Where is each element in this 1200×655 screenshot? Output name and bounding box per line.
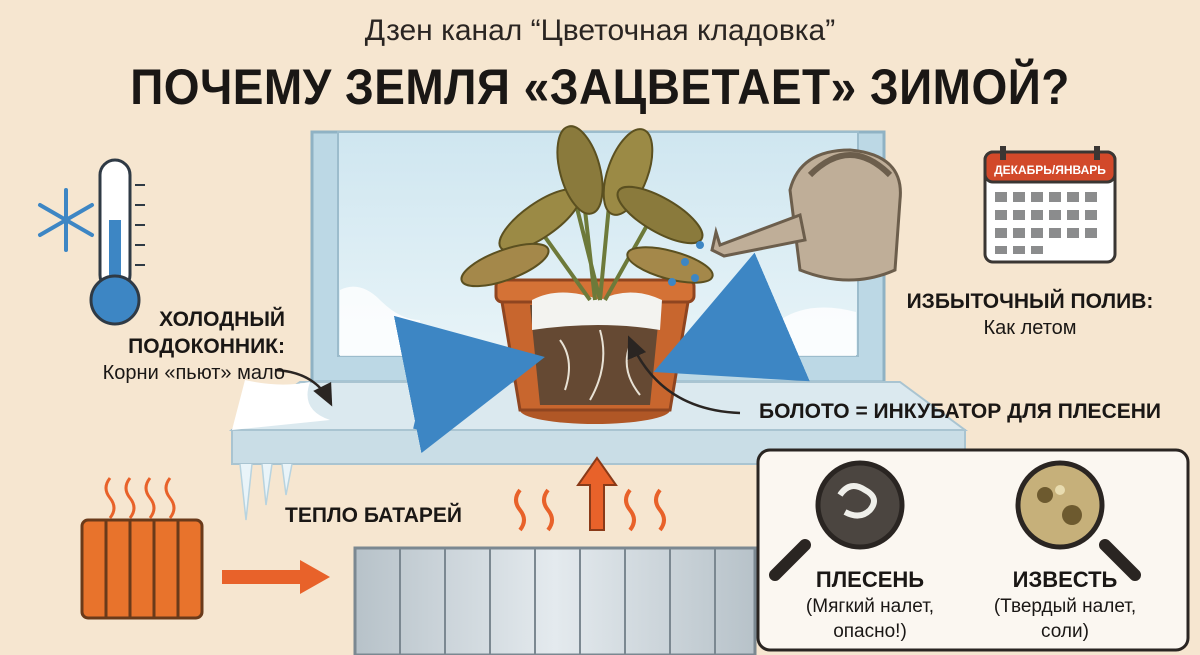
radiator-heat-label: ТЕПЛО БАТАРЕЙ (285, 504, 463, 527)
arrows (222, 252, 810, 594)
radiator (353, 488, 757, 655)
mold-title: ПЛЕСЕНЬ (815, 567, 925, 592)
lime-description: (Твердый налет, соли) (993, 596, 1137, 642)
overwatering-description: Как летом (983, 317, 1077, 339)
cold-title-line2: ПОДОКОННИК: (128, 335, 285, 358)
lime-title: ИЗВЕСТЬ (1012, 567, 1118, 592)
mold-description: (Мягкий налет, опасно!) (805, 596, 935, 642)
thermometer-snowflake-icon (38, 158, 145, 326)
potted-plant (460, 125, 714, 424)
radiator-small-icon (80, 477, 204, 620)
watering-can-icon (668, 148, 902, 286)
swamp-label: БОЛОТО = ИНКУБАТОР ДЛЯ ПЛЕСЕНИ (759, 400, 1161, 423)
cold-windowsill-title: ХОЛОДНЫЙ ПОДОКОННИК: (75, 306, 285, 360)
channel-subtitle: Дзен канал “Цветочная кладовка” (364, 14, 836, 47)
cold-windowsill-description: Корни «пьют» мало (102, 362, 285, 384)
magnifier-mold-icon (769, 460, 905, 581)
calendar-header-label: ДЕКАБРЬ/ЯНВАРЬ (994, 163, 1106, 177)
page-title: ПОЧЕМУ ЗЕМЛЯ «ЗАЦВЕТАЕТ» ЗИМОЙ? (130, 59, 1070, 115)
cold-title-line1: ХОЛОДНЫЙ (159, 308, 285, 331)
magnifier-salt-icon (1015, 460, 1141, 581)
overwatering-title: ИЗБЫТОЧНЫЙ ПОЛИВ: (906, 290, 1154, 313)
calendar-icon (983, 146, 1117, 264)
